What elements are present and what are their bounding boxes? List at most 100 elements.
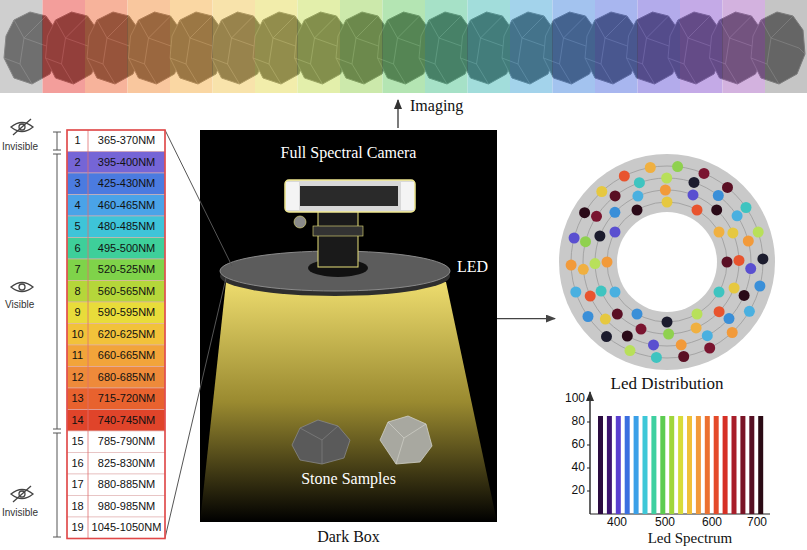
generated-decor	[67, 130, 768, 539]
tint-band	[638, 0, 681, 93]
tint-band	[765, 0, 807, 93]
band-number: 19	[71, 521, 83, 534]
eye-slash	[13, 119, 31, 135]
tint-band	[128, 0, 171, 93]
spectrum-bar	[634, 416, 639, 514]
spectrum-bar	[598, 416, 603, 514]
y-tick-label: 80	[572, 415, 585, 429]
band-wavelength: 825-830NM	[98, 457, 155, 470]
table-row	[67, 130, 165, 152]
x-tick-label: 500	[655, 516, 675, 530]
camera-cap	[286, 182, 299, 210]
x-tick-label: 600	[702, 516, 722, 530]
axis-tick	[587, 422, 590, 423]
led-dot	[660, 185, 671, 196]
led-dot	[739, 290, 750, 301]
led-dot	[601, 331, 612, 342]
stone-facets	[300, 426, 338, 464]
led-dot	[722, 257, 733, 268]
band-wavelength: 1045-1050NM	[92, 521, 162, 534]
eye-slash-icon	[11, 119, 33, 135]
led-label: LED	[457, 258, 488, 276]
led-dot	[729, 283, 740, 294]
dark-box-fill	[200, 130, 497, 522]
tint-band	[383, 0, 426, 93]
visibility-label: Invisible	[2, 507, 38, 519]
camera-cap	[401, 182, 414, 210]
table-border	[67, 130, 165, 539]
band-number: 9	[74, 306, 80, 319]
connector-arrow	[497, 318, 555, 319]
imaging-arrow	[397, 100, 398, 128]
samples-label: Stone Samples	[301, 470, 396, 488]
table-row	[67, 216, 165, 238]
band-number: 6	[74, 242, 80, 255]
led-dot	[651, 352, 662, 363]
led-dot	[648, 339, 659, 350]
y-tick-label: 40	[572, 461, 585, 475]
band-number: 10	[71, 328, 83, 341]
visibility-label: Invisible	[2, 141, 38, 153]
camera-lens-ring	[313, 226, 363, 236]
led-dot	[632, 309, 643, 320]
axis-tick	[587, 445, 590, 446]
led-dot	[713, 190, 724, 201]
rock-strip	[0, 0, 807, 93]
led-dot	[662, 317, 673, 328]
spectrum-bar	[607, 416, 612, 514]
table-row	[67, 345, 165, 367]
band-wavelength: 560-565NM	[98, 285, 155, 298]
band-number: 4	[74, 199, 80, 212]
band-wavelength: 460-465NM	[98, 199, 155, 212]
spectrum-bar	[749, 416, 754, 514]
led-dot	[634, 177, 645, 188]
spectrum-bar	[625, 416, 630, 514]
band-number: 14	[71, 414, 83, 427]
tint-band	[553, 0, 596, 93]
table-row	[67, 302, 165, 324]
leader-line	[165, 278, 226, 538]
axis-tick	[587, 491, 590, 492]
led-dot	[714, 306, 725, 317]
y-tick-label: 100	[565, 392, 585, 406]
band-wavelength: 880-885NM	[98, 478, 155, 491]
box-caption: Dark Box	[317, 528, 380, 546]
band-wavelength: 590-595NM	[98, 306, 155, 319]
led-dot	[704, 343, 715, 354]
led-dot	[744, 306, 755, 317]
visibility-label: Visible	[5, 299, 34, 311]
band-wavelength: 785-790NM	[98, 435, 155, 448]
led-dot	[645, 162, 656, 173]
band-number: 13	[71, 392, 83, 405]
tint-band	[340, 0, 383, 93]
band-wavelength: 480-485NM	[98, 220, 155, 233]
tint-band	[43, 0, 86, 93]
band-wavelength: 495-500NM	[98, 242, 155, 255]
table-row	[67, 453, 165, 475]
led-ring-hole	[617, 212, 717, 312]
led-dot	[702, 330, 713, 341]
led-dot	[689, 177, 700, 188]
band-number: 17	[71, 478, 83, 491]
led-dot	[632, 205, 643, 216]
eye-slash-icon	[11, 486, 33, 502]
band-wavelength: 425-430NM	[98, 177, 155, 190]
led-dot	[692, 309, 703, 320]
led-dot	[590, 258, 601, 269]
spectrum-bar	[616, 416, 621, 514]
camera-knob	[294, 216, 306, 228]
led-dot	[591, 211, 602, 222]
band-wavelength: 980-985NM	[98, 500, 155, 513]
led-dot	[609, 207, 620, 218]
led-dot	[619, 171, 630, 182]
spectrum-bar	[758, 416, 763, 514]
band-wavelength: 620-625NM	[98, 328, 155, 341]
spectrum-bar	[732, 416, 737, 514]
led-dot	[745, 263, 756, 274]
tint-band	[255, 0, 298, 93]
led-dot	[672, 161, 683, 172]
led-dot	[663, 329, 674, 340]
band-wavelength: 740-745NM	[98, 414, 155, 427]
x-tick-label: 700	[747, 516, 767, 530]
table-row	[67, 195, 165, 217]
